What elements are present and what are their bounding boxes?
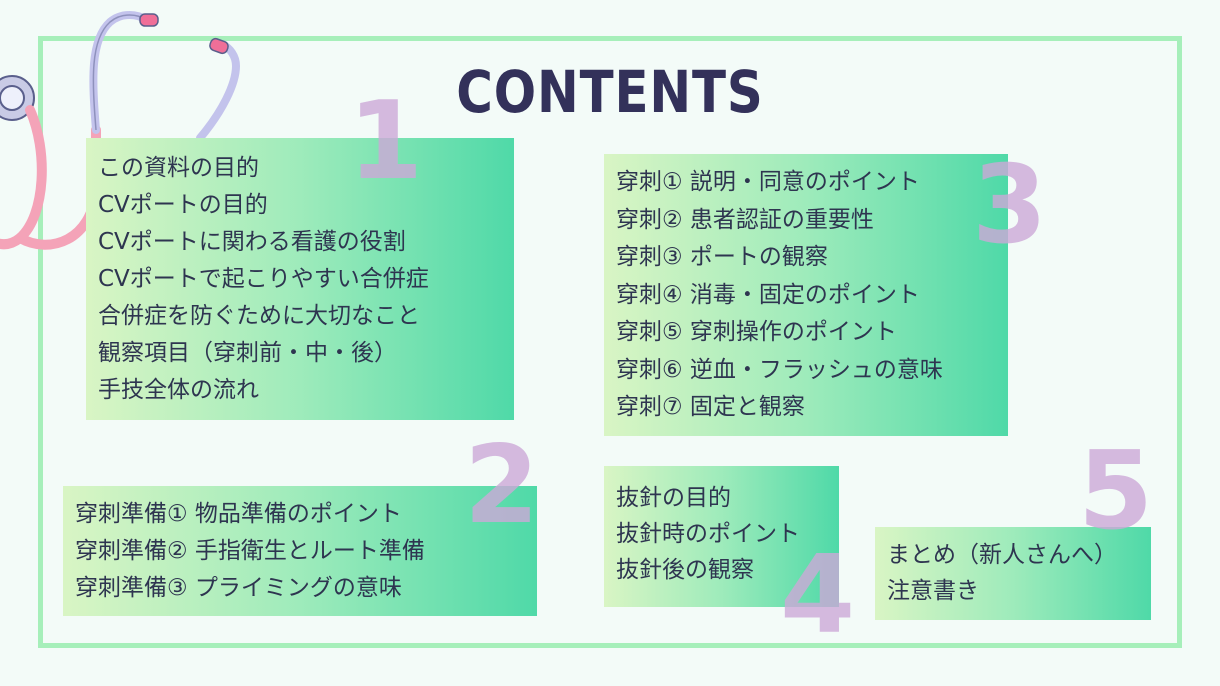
section-number-3: 3 xyxy=(972,143,1048,268)
section-number-1: 1 xyxy=(348,79,424,204)
list-item: 穿刺⑥ 逆血・フラッシュの意味 xyxy=(616,356,943,383)
slide-frame xyxy=(38,36,1182,648)
list-item: CVポートの目的 xyxy=(98,192,268,218)
page-title: CONTENTS xyxy=(456,58,764,126)
section-number-5: 5 xyxy=(1078,429,1154,554)
section-2-box: 穿刺準備① 物品準備のポイント 穿刺準備② 手指衛生とルート準備 穿刺準備③ プ… xyxy=(63,486,537,616)
list-item: 穿刺④ 消毒・固定のポイント xyxy=(616,281,920,308)
list-item: 穿刺③ ポートの観察 xyxy=(616,244,828,270)
list-item: CVポートに関わる看護の役割 xyxy=(98,229,406,255)
section-number-2: 2 xyxy=(464,423,540,548)
list-item: 穿刺⑤ 穿刺操作のポイント xyxy=(616,319,897,345)
list-item: 注意書き xyxy=(887,578,979,604)
list-item: 穿刺① 説明・同意のポイント xyxy=(616,169,920,195)
list-item: 合併症を防ぐために大切なこと xyxy=(98,303,420,329)
list-item: 抜針の目的 xyxy=(616,485,731,511)
list-item: 抜針時のポイント xyxy=(616,521,800,547)
list-item: この資料の目的 xyxy=(98,155,259,181)
list-item: 観察項目（穿刺前・中・後） xyxy=(98,340,397,366)
list-item: 穿刺⑦ 固定と観察 xyxy=(616,394,805,420)
list-item: 穿刺準備③ プライミングの意味 xyxy=(75,575,402,601)
list-item: 穿刺② 患者認証の重要性 xyxy=(616,206,874,233)
section-3-box: 穿刺① 説明・同意のポイント 穿刺② 患者認証の重要性 穿刺③ ポートの観察 穿… xyxy=(604,154,1008,436)
list-item: 抜針後の観察 xyxy=(616,557,754,583)
section-1-box: この資料の目的 CVポートの目的 CVポートに関わる看護の役割 CVポートで起こ… xyxy=(86,138,514,420)
section-number-4: 4 xyxy=(780,533,856,658)
list-item: 手技全体の流れ xyxy=(98,377,259,403)
section-5-box: まとめ（新人さんへ） 注意書き xyxy=(875,527,1151,620)
list-item: CVポートで起こりやすい合併症 xyxy=(98,266,429,292)
list-item: まとめ（新人さんへ） xyxy=(887,542,1117,568)
list-item: 穿刺準備① 物品準備のポイント xyxy=(75,501,402,527)
section-4-box: 抜針の目的 抜針時のポイント 抜針後の観察 xyxy=(604,466,839,607)
list-item: 穿刺準備② 手指衛生とルート準備 xyxy=(75,538,425,564)
